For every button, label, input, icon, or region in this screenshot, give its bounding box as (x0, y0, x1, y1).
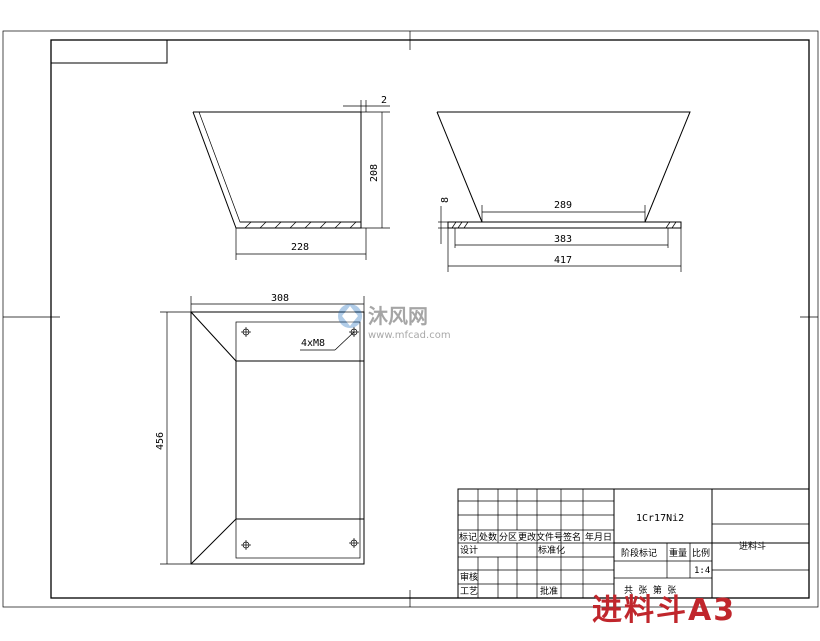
tb-header-change: 更改文件号 (518, 531, 563, 543)
centering-marks (3, 31, 818, 607)
watermark: 沐风网 www.mfcad.com (338, 304, 451, 341)
tb-scale-value: 1:4 (694, 566, 710, 576)
tb-approve: 批准 (540, 585, 558, 597)
watermark-logo-icon (338, 304, 362, 328)
tb-material: 1Cr17Ni2 (636, 513, 684, 524)
front-view: 8 289 383 417 (436, 111, 691, 272)
tb-header-sign: 签名 (563, 531, 581, 543)
dim-plan-height: 456 (155, 432, 166, 450)
tb-part-name: 进料斗 (739, 540, 766, 552)
dim-side-thickness: 2 (381, 95, 387, 106)
tb-header-date: 年月日 (585, 531, 612, 543)
tb-process: 工艺 (460, 586, 478, 597)
dim-front-offset: 8 (440, 197, 451, 203)
tb-header-mark: 标记 (459, 531, 477, 543)
title-block: 1Cr17Ni2 进料斗 标记 处数 分区 更改文件号 签名 年月日 设计 标准… (457, 488, 810, 599)
tb-header-zone: 分区 (499, 532, 517, 543)
dim-front-outer: 417 (554, 255, 572, 266)
code-box (50, 39, 168, 64)
drawing-caption: 进料斗A3 (592, 593, 736, 628)
tb-header-count: 处数 (479, 531, 497, 543)
tb-design: 设计 (460, 544, 478, 556)
side-bottom-hatch (240, 221, 361, 229)
tb-sheets: 共 张 第 张 (624, 584, 676, 596)
tb-weight: 重量 (669, 547, 687, 559)
inner-frame (50, 39, 810, 599)
outer-frame (2, 30, 819, 608)
tb-standardize: 标准化 (538, 544, 565, 556)
watermark-brand: 沐风网 (368, 304, 428, 328)
dim-side-height: 208 (369, 164, 380, 182)
dim-front-mid: 383 (554, 234, 572, 245)
dim-holes: 4xM8 (301, 338, 325, 349)
side-view: 2 208 228 (192, 95, 390, 260)
tb-stage-mark: 阶段标记 (621, 547, 657, 559)
bolt-holes (241, 327, 359, 550)
tb-scale-label: 比例 (692, 547, 710, 559)
tb-review: 审核 (460, 571, 478, 583)
dim-front-inner: 289 (554, 200, 572, 211)
plan-view: 308 456 4xM8 (155, 293, 365, 565)
watermark-url: www.mfcad.com (368, 330, 451, 341)
dim-side-bottom: 228 (291, 242, 309, 253)
dim-plan-width: 308 (271, 293, 289, 304)
